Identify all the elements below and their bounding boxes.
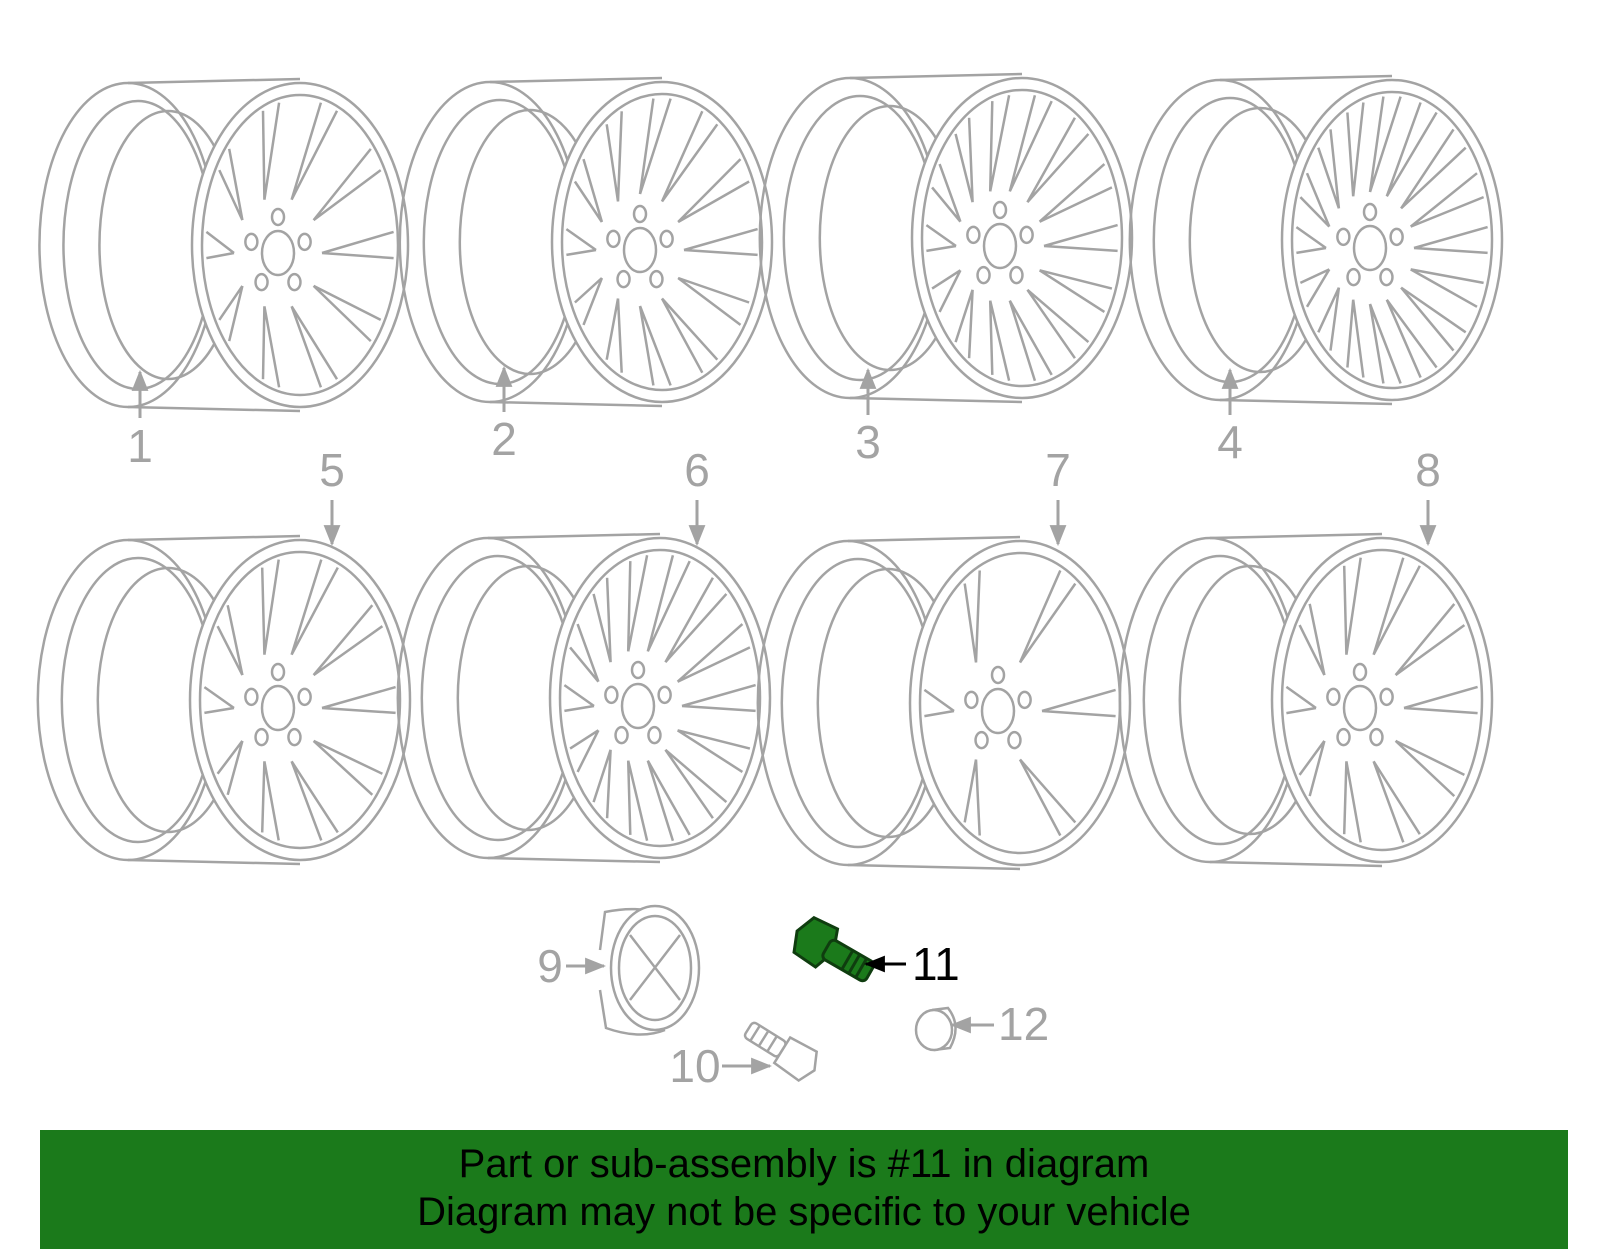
banner-line-part-reference: Part or sub-assembly is #11 in diagram bbox=[458, 1142, 1150, 1186]
wheel-bolt-part-10 bbox=[743, 1021, 819, 1083]
wheel-bolt-part-11 bbox=[792, 915, 876, 983]
callout-label-10: 10 bbox=[669, 1040, 720, 1092]
callout-label-2: 2 bbox=[491, 413, 517, 465]
callout-label-1: 1 bbox=[127, 420, 153, 472]
center-cap-part-9 bbox=[598, 904, 701, 1036]
wheel-8 bbox=[1118, 532, 1494, 868]
wheel-4 bbox=[1128, 74, 1504, 406]
callout-label-3: 3 bbox=[855, 416, 881, 468]
wheel-1 bbox=[38, 77, 410, 413]
callout-label-9: 9 bbox=[537, 940, 563, 992]
callout-label-11: 11 bbox=[912, 938, 960, 990]
wheel-5 bbox=[36, 534, 412, 866]
lug-cap-part-12 bbox=[914, 1006, 957, 1052]
callout-label-4: 4 bbox=[1217, 416, 1243, 468]
wheel-3 bbox=[758, 72, 1134, 404]
callout-label-8: 8 bbox=[1415, 444, 1441, 496]
footer-banner: Part or sub-assembly is #11 in diagram D… bbox=[40, 1130, 1568, 1249]
callout-label-6: 6 bbox=[684, 444, 710, 496]
callout-label-7: 7 bbox=[1045, 444, 1071, 496]
wheel-7 bbox=[756, 535, 1132, 871]
banner-line-disclaimer: Diagram may not be specific to your vehi… bbox=[417, 1190, 1191, 1234]
callout-label-12: 12 bbox=[998, 998, 1049, 1050]
callout-label-5: 5 bbox=[319, 444, 345, 496]
wheel-6 bbox=[396, 532, 772, 864]
wheel-2 bbox=[398, 76, 774, 408]
